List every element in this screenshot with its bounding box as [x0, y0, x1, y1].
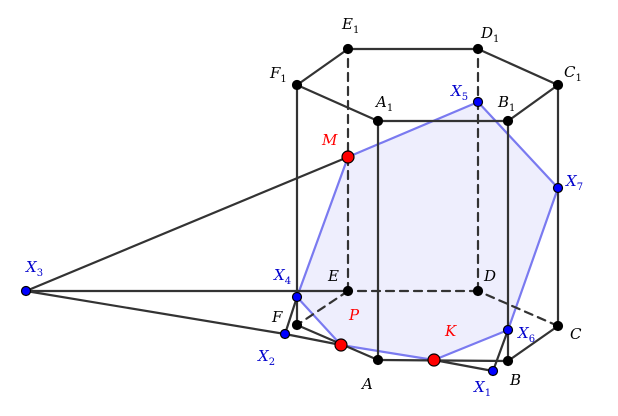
point-k	[427, 353, 441, 367]
point-m	[341, 150, 355, 164]
point-f	[291, 319, 303, 331]
label-x2: X2	[257, 347, 275, 368]
point-c1	[552, 79, 564, 91]
label-a1: A1	[374, 93, 393, 114]
label-m: M	[321, 131, 338, 149]
label-b: B	[509, 371, 521, 389]
edge-x1-x6	[491, 328, 510, 373]
label-d: D	[483, 267, 496, 285]
label-x6: X6	[517, 324, 535, 345]
edge-x2-p	[283, 332, 343, 347]
edge-e1-f1	[295, 47, 350, 87]
label-f1: F1	[269, 64, 287, 85]
point-a1	[372, 115, 384, 127]
edge-x3-m	[24, 155, 350, 293]
point-e	[342, 285, 354, 297]
edge-b-c	[506, 324, 560, 363]
label-b1: B1	[497, 93, 515, 114]
label-x4: X4	[273, 266, 291, 287]
point-b1	[502, 115, 514, 127]
section-polygon	[295, 100, 560, 362]
edge-x3-x2	[24, 289, 287, 336]
edge-c1-d1	[476, 47, 560, 87]
edge-k-x1	[432, 358, 495, 373]
section-layer	[295, 100, 560, 362]
point-a	[372, 354, 384, 366]
label-c1: C1	[564, 63, 582, 84]
label-c: C	[570, 325, 582, 343]
edge-a-b	[376, 358, 510, 363]
point-d	[472, 285, 484, 297]
label-a: A	[360, 375, 373, 393]
edge-layer	[24, 47, 560, 373]
edge-c-d	[476, 289, 560, 328]
point-p	[334, 338, 348, 352]
label-f: F	[271, 308, 283, 326]
point-f1	[291, 79, 303, 91]
label-e: E	[327, 267, 339, 285]
point-c	[552, 320, 564, 332]
point-layer	[20, 43, 564, 377]
label-x7: X7	[565, 172, 583, 193]
edge-e-f	[295, 289, 350, 327]
label-k: K	[444, 322, 457, 340]
edge-x2-x4	[283, 295, 299, 336]
point-e1	[342, 43, 354, 55]
label-x3: X3	[25, 258, 43, 279]
label-d1: D1	[480, 24, 499, 45]
edge-b1-c1	[506, 83, 560, 123]
point-x2	[279, 328, 291, 340]
point-b	[502, 355, 514, 367]
edge-f1-a1	[295, 83, 380, 123]
point-x4	[291, 291, 303, 303]
point-x6	[502, 324, 514, 336]
label-e1: E1	[341, 15, 359, 36]
point-x5	[472, 96, 484, 108]
point-x7	[552, 182, 564, 194]
label-p: P	[348, 306, 360, 324]
label-x1: X1	[473, 378, 491, 399]
point-x3	[20, 285, 32, 297]
label-x5: X5	[450, 82, 468, 103]
point-d1	[472, 43, 484, 55]
point-x1	[487, 365, 499, 377]
